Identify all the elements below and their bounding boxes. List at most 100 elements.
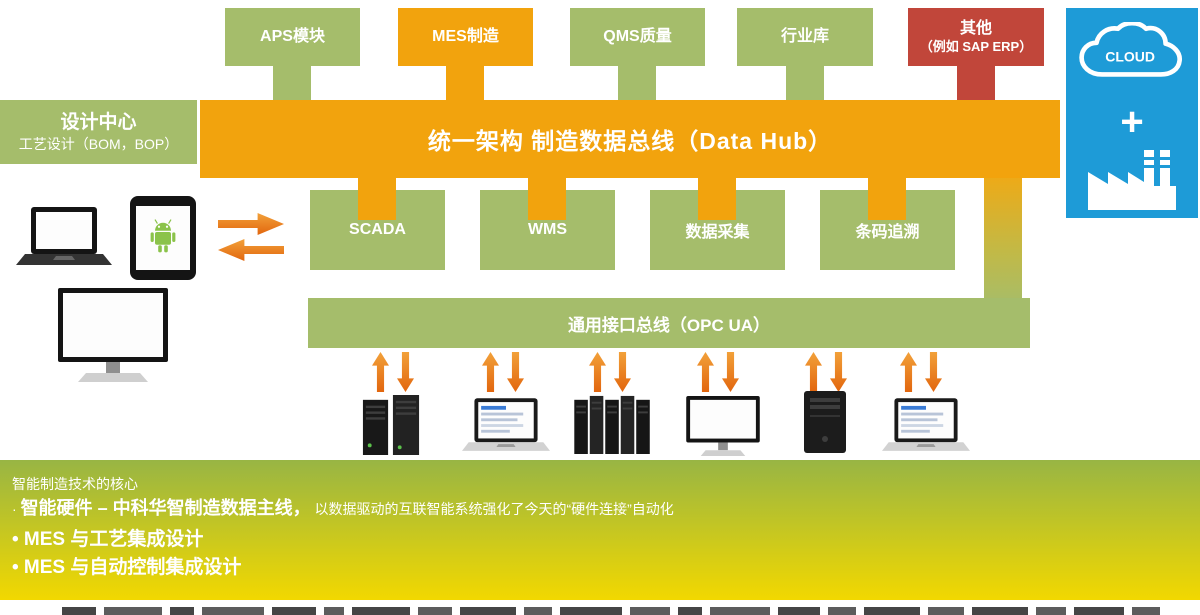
arrow-right-icon	[218, 213, 284, 235]
cutoff-mark	[62, 607, 96, 615]
cutoff-mark	[864, 607, 920, 615]
cutoff-mark	[352, 607, 410, 615]
arrow-pair	[372, 352, 414, 392]
module-mes: MES制造	[398, 8, 533, 66]
laptop-icon	[16, 207, 112, 265]
hub-opc-connector	[984, 178, 1022, 308]
module-aps-label: APS模块	[260, 28, 325, 45]
cutoff-mark	[928, 607, 964, 615]
cutoff-mark	[418, 607, 452, 615]
monitor-icon	[686, 396, 760, 456]
module-other-erp: 其他 （例如 SAP ERP）	[908, 8, 1044, 66]
arrow-up-icon	[482, 352, 499, 392]
cutoff-mark	[324, 607, 344, 615]
module-industry-library: 行业库	[737, 8, 873, 66]
arrow-down-icon	[397, 352, 414, 392]
cutoff-mark	[560, 607, 622, 615]
cloud-label: CLOUD	[1105, 48, 1155, 64]
module-data-collection: 数据采集	[650, 190, 785, 270]
arrow-pair	[900, 352, 942, 392]
connector-wms	[528, 178, 566, 220]
cutoff-mark	[272, 607, 316, 615]
cloud-icon: CLOUD	[1079, 22, 1182, 77]
cutoff-mark	[1132, 607, 1160, 615]
footer-bullet-1-rest: 以数据驱动的互联智能系统强化了今天的“硬件连接”自动化	[314, 501, 674, 517]
module-scada-label: SCADA	[349, 221, 406, 238]
monitor-icon	[58, 288, 168, 382]
cutoff-mark	[202, 607, 264, 615]
arrow-up-icon	[589, 352, 606, 392]
module-qms: QMS质量	[570, 8, 705, 66]
arrow-up-icon	[900, 352, 917, 392]
module-mes-label: MES制造	[432, 28, 499, 45]
cutoff-mark	[710, 607, 770, 615]
tower-pc-icon	[804, 391, 846, 453]
footer-band: 智能制造技术的核心 · 智能硬件 – 中科华智制造数据主线， 以数据驱动的互联智…	[0, 460, 1200, 600]
footer-bullet-3: • MES 与自动控制集成设计	[12, 557, 242, 578]
cutoff-mark	[828, 607, 856, 615]
arrow-pair	[589, 352, 631, 392]
footer-bullet-2: • MES 与工艺集成设计	[12, 529, 204, 550]
server-cluster-icon	[574, 395, 650, 454]
laptop-icon	[462, 398, 550, 451]
module-barcode-tracing: 条码追溯	[820, 190, 955, 270]
arrow-down-icon	[614, 352, 631, 392]
cutoff-mark	[778, 607, 820, 615]
module-barcode-tracing-label: 条码追溯	[855, 224, 920, 241]
connector-other-erp	[957, 66, 995, 100]
arrow-pair	[697, 352, 739, 392]
opc-ua-bus-label: 通用接口总线（OPC UA）	[567, 315, 771, 335]
connector-mes	[446, 66, 484, 100]
arrow-pair	[805, 352, 847, 392]
cutoff-mark	[678, 607, 702, 615]
module-wms-label: WMS	[527, 221, 568, 238]
cutoff-mark	[1036, 607, 1066, 615]
opc-ua-bus: 通用接口总线（OPC UA）	[308, 298, 1030, 348]
plus-icon: +	[1120, 100, 1144, 144]
module-other-erp-label: 其他	[959, 19, 992, 37]
cloud-panel: CLOUD +	[1066, 8, 1198, 218]
server-pair-icon	[362, 395, 420, 455]
module-aps: APS模块	[225, 8, 360, 66]
design-center-title: 设计中心	[60, 111, 137, 133]
arrow-pair	[482, 352, 524, 392]
cutoff-mark	[524, 607, 552, 615]
cutoff-mark	[460, 607, 516, 615]
connector-industry-library	[786, 66, 824, 100]
data-hub-label: 统一架构 制造数据总线（Data Hub）	[427, 128, 833, 154]
connector-barcode	[868, 178, 906, 220]
arrow-down-icon	[925, 352, 942, 392]
cutoff-mark	[104, 607, 162, 615]
design-center-subtitle: 工艺设计（BOM，BOP）	[18, 136, 179, 153]
arrow-up-icon	[372, 352, 389, 392]
cutoff-mark	[972, 607, 1028, 615]
module-other-erp-sublabel: （例如 SAP ERP）	[919, 38, 1033, 54]
module-qms-label: QMS质量	[603, 28, 672, 45]
footer-bullet-1: · 智能硬件 – 中科华智制造数据主线， 以数据驱动的互联智能系统强化了今天的“…	[12, 494, 674, 520]
tablet-screen	[136, 206, 190, 270]
connector-data-collection	[698, 178, 736, 220]
footer-bullet-1-strong: 智能硬件 – 中科华智制造数据主线，	[20, 498, 311, 518]
design-center-box: 设计中心 工艺设计（BOM，BOP）	[0, 100, 197, 164]
footer-heading: 智能制造技术的核心	[12, 476, 138, 492]
arrow-left-icon	[218, 239, 284, 261]
arrow-down-icon	[722, 352, 739, 392]
footer-bullet-1-marker: ·	[12, 501, 17, 517]
cutoff-mark	[170, 607, 194, 615]
connector-aps	[273, 66, 311, 100]
module-data-collection-label: 数据采集	[685, 224, 750, 241]
arrow-up-icon	[805, 352, 822, 392]
connector-scada	[358, 178, 396, 220]
cutoff-mark	[1074, 607, 1124, 615]
connector-qms	[618, 66, 656, 100]
data-hub-bar: 统一架构 制造数据总线（Data Hub）	[200, 100, 1060, 178]
arrow-up-icon	[697, 352, 714, 392]
android-robot-icon	[150, 219, 176, 253]
module-industry-library-label: 行业库	[780, 28, 829, 45]
factory-icon	[1088, 150, 1176, 210]
android-tablet-icon	[130, 196, 196, 280]
laptop-icon	[882, 398, 970, 451]
arrow-down-icon	[830, 352, 847, 392]
arrow-down-icon	[507, 352, 524, 392]
